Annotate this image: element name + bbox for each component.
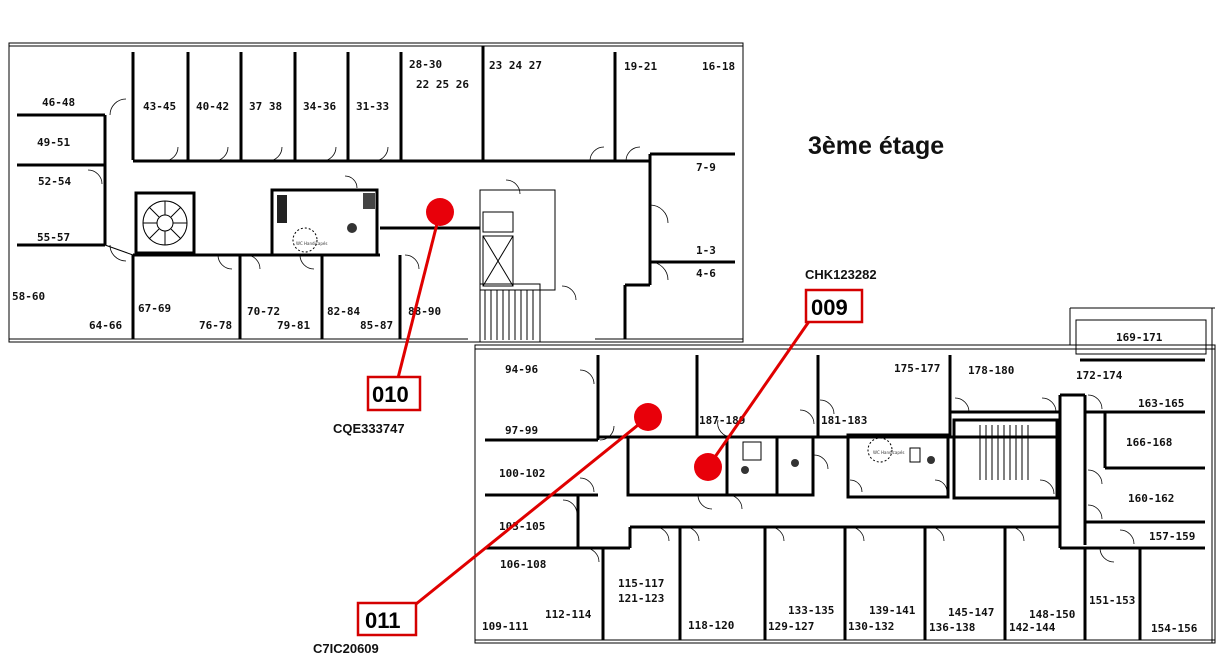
- room-label: 181-183: [821, 414, 867, 427]
- right-wing: WC Handicapés: [474, 307, 1216, 644]
- room-label: 49-51: [37, 136, 70, 149]
- room-label: 166-168: [1126, 436, 1172, 449]
- room-label: 115-117: [618, 577, 664, 590]
- marker-label: 011: [365, 608, 401, 633]
- marker-label: 009: [811, 295, 848, 320]
- room-label: 70-72: [247, 305, 280, 318]
- room-label: 139-141: [869, 604, 916, 617]
- room-label: 178-180: [968, 364, 1014, 377]
- room-label: 97-99: [505, 424, 538, 437]
- room-label: 64-66: [89, 319, 122, 332]
- svg-text:WC Handicapés: WC Handicapés: [296, 241, 327, 246]
- room-label: 130-132: [848, 620, 894, 633]
- marker-code: C7IC20609: [313, 641, 379, 656]
- room-label: 28-30: [409, 58, 442, 71]
- room-label: 129-127: [768, 620, 814, 633]
- room-label: 23 24 27: [489, 59, 542, 72]
- marker-code: CHK123282: [805, 267, 877, 282]
- room-label: 22 25 26: [416, 78, 469, 91]
- room-label: 58-60: [12, 290, 45, 303]
- room-label: 52-54: [38, 175, 71, 188]
- room-label: 109-111: [482, 620, 529, 633]
- room-label: 160-162: [1128, 492, 1174, 505]
- room-label: 55-57: [37, 231, 70, 244]
- room-label: 94-96: [505, 363, 538, 376]
- room-label: 76-78: [199, 319, 232, 332]
- left-wing: WC Handicapés: [8, 42, 744, 343]
- room-label: 46-48: [42, 96, 75, 109]
- room-label: 4-6: [696, 267, 716, 280]
- room-label: 16-18: [702, 60, 735, 73]
- marker-label: 010: [372, 382, 409, 407]
- room-label: 103-105: [499, 520, 545, 533]
- room-label: 31-33: [356, 100, 389, 113]
- room-label: 112-114: [545, 608, 592, 621]
- room-label: 175-177: [894, 362, 940, 375]
- sensor-marker[interactable]: [694, 453, 722, 481]
- room-label: 7-9: [696, 161, 716, 174]
- room-label: 169-171: [1116, 331, 1163, 344]
- room-label: 136-138: [929, 621, 975, 634]
- marker-code: CQE333747: [333, 421, 405, 436]
- room-label: 100-102: [499, 467, 545, 480]
- room-label: 106-108: [500, 558, 546, 571]
- room-label: 37 38: [249, 100, 282, 113]
- room-label: 187-189: [699, 414, 745, 427]
- room-label: 172-174: [1076, 369, 1123, 382]
- room-label: 43-45: [143, 100, 176, 113]
- callout-009[interactable]: 009 CHK123282: [694, 267, 877, 481]
- room-label: 145-147: [948, 606, 994, 619]
- svg-text:WC Handicapés: WC Handicapés: [873, 450, 904, 455]
- room-label: 121-123: [618, 592, 664, 605]
- room-label: 67-69: [138, 302, 171, 315]
- room-label: 79-81: [277, 319, 310, 332]
- sensor-marker[interactable]: [426, 198, 454, 226]
- room-label: 34-36: [303, 100, 336, 113]
- room-label: 19-21: [624, 60, 657, 73]
- room-labels: 46-48 49-51 52-54 55-57 58-60 64-66 43-4…: [12, 58, 1198, 635]
- callout-011[interactable]: 011 C7IC20609: [313, 403, 662, 656]
- room-label: 133-135: [788, 604, 834, 617]
- room-label: 151-153: [1089, 594, 1135, 607]
- room-label: 163-165: [1138, 397, 1184, 410]
- room-label: 85-87: [360, 319, 393, 332]
- room-label: 1-3: [696, 244, 716, 257]
- room-label: 154-156: [1151, 622, 1198, 635]
- room-label: 142-144: [1009, 621, 1056, 634]
- floor-title: 3ème étage: [808, 132, 944, 160]
- room-label: 40-42: [196, 100, 229, 113]
- room-label: 82-84: [327, 305, 360, 318]
- callout-010[interactable]: 010 CQE333747: [333, 198, 454, 436]
- sensor-marker[interactable]: [634, 403, 662, 431]
- room-label: 148-150: [1029, 608, 1075, 621]
- room-label: 118-120: [688, 619, 734, 632]
- room-label: 157-159: [1149, 530, 1195, 543]
